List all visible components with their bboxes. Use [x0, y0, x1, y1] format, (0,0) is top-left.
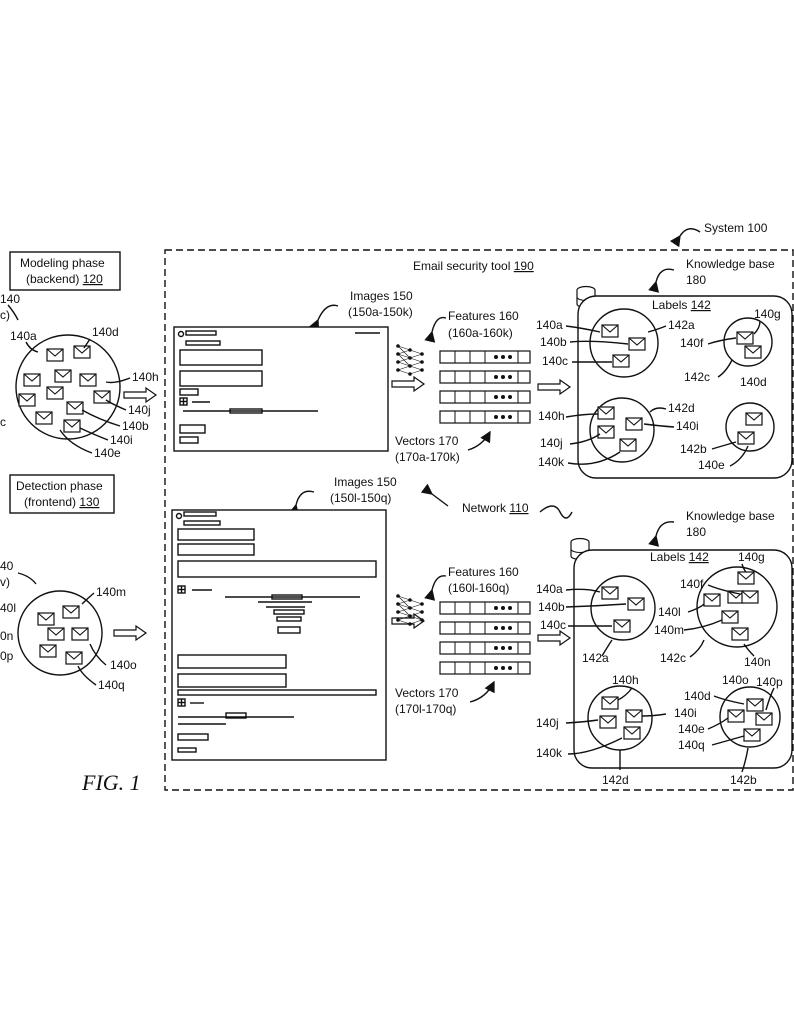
neural-network-icon — [395, 343, 425, 377]
ref-label: 140d — [684, 689, 711, 703]
features-range: (160l-160q) — [448, 581, 509, 595]
ref-label: 140j — [540, 436, 563, 450]
figure-label: FIG. 1 — [81, 770, 141, 795]
vectors-range: (170l-170q) — [395, 702, 456, 716]
images-range: (150l-150q) — [330, 491, 391, 505]
features-label: Features 160 — [448, 309, 519, 323]
detection-phase-box — [9, 474, 115, 514]
ref-label: 140o — [722, 673, 749, 687]
email-image — [173, 326, 389, 452]
ref-label: 140k — [536, 746, 563, 760]
ref-label: 140a — [536, 318, 563, 332]
email-image — [171, 509, 387, 761]
ref-label: 140b — [122, 419, 149, 433]
images-label: Images 150 — [350, 289, 413, 303]
ref-label: 142b — [730, 773, 757, 787]
ref-label: 140e — [698, 458, 725, 472]
ref-label: 140q — [98, 678, 125, 692]
ref-label: 140j — [128, 403, 151, 417]
labels-caption: Labels 142 — [650, 550, 709, 564]
ref-label: 140a — [536, 582, 563, 596]
ref-label: 142b — [680, 442, 707, 456]
modeling-phase-box — [9, 251, 121, 291]
images-range: (150a-150k) — [348, 305, 413, 319]
label-cluster — [696, 566, 778, 648]
feature-vectors — [439, 350, 531, 424]
detection-phase-line2: (frontend) 130 — [24, 495, 100, 509]
ref-label: 140e — [678, 722, 705, 736]
ref-label: 142d — [602, 773, 629, 787]
ref-label: c — [0, 415, 6, 429]
ref-label: 140e — [94, 446, 121, 460]
ref-label: 0n — [0, 629, 13, 643]
ref-label: 140g — [754, 307, 781, 321]
system-label: System 100 — [704, 221, 768, 235]
kb-label: Knowledge base — [686, 257, 775, 271]
ref-label: 40l — [0, 601, 16, 615]
ref-label: 142a — [668, 318, 695, 332]
ref-label: 140c — [542, 354, 568, 368]
ref-label: 140o — [110, 658, 137, 672]
ref-label: 140h — [612, 673, 639, 687]
tool-boundary — [164, 249, 794, 791]
ref-label: 142d — [668, 401, 695, 415]
ref-label: 140 — [0, 292, 20, 306]
network-label: Network 110 — [462, 501, 529, 515]
features-range: (160a-160k) — [448, 326, 513, 340]
vectors-label: Vectors 170 — [395, 434, 459, 448]
modeling-phase-line2: (backend) 120 — [26, 272, 103, 286]
ref-label: 142a — [582, 651, 609, 665]
ref-label: v) — [0, 575, 10, 589]
modeling-phase-line1: Modeling phase — [20, 256, 105, 270]
ref-label: 140m — [96, 585, 126, 599]
vectors-range: (170a-170k) — [395, 450, 460, 464]
ref-label: 142c — [660, 651, 686, 665]
images-label: Images 150 — [334, 475, 397, 489]
kb-ref: 180 — [686, 525, 706, 539]
ref-label: 140i — [676, 419, 699, 433]
feature-vectors — [439, 601, 531, 675]
ref-label: 140n — [744, 655, 771, 669]
ref-label: 140c — [540, 618, 566, 632]
ref-label: 140b — [538, 600, 565, 614]
ref-label: 140g — [738, 550, 765, 564]
ref-label: 140h — [132, 370, 159, 384]
kb-ref: 180 — [686, 273, 706, 287]
detection-phase-line1: Detection phase — [16, 479, 103, 493]
ref-label: 140f — [680, 336, 704, 350]
ref-label: c) — [0, 308, 10, 322]
ref-label: 140h — [538, 409, 565, 423]
vectors-label: Vectors 170 — [395, 686, 459, 700]
ref-label: 140d — [740, 375, 767, 389]
features-label: Features 160 — [448, 565, 519, 579]
ref-label: 140j — [536, 716, 559, 730]
kb-label: Knowledge base — [686, 509, 775, 523]
ref-label: 140q — [678, 738, 705, 752]
ref-label: 140p — [756, 675, 783, 689]
ref-label: 140i — [674, 706, 697, 720]
ref-label: 140b — [540, 335, 567, 349]
ref-label: 140m — [654, 623, 684, 637]
ref-label: 140i — [110, 433, 133, 447]
ref-label: 140a — [10, 329, 37, 343]
ref-label: 40 — [0, 559, 14, 573]
ref-label: 140f — [680, 577, 704, 591]
ref-label: 0p — [0, 649, 14, 663]
labels-caption: Labels 142 — [652, 298, 711, 312]
ref-label: 140d — [92, 325, 119, 339]
tool-name: Email security tool 190 — [413, 259, 534, 273]
ref-label: 140k — [538, 455, 565, 469]
ref-label: 142c — [684, 370, 710, 384]
ref-label: 140l — [658, 605, 681, 619]
email-image-content — [175, 511, 377, 753]
email-image-content — [177, 330, 380, 444]
